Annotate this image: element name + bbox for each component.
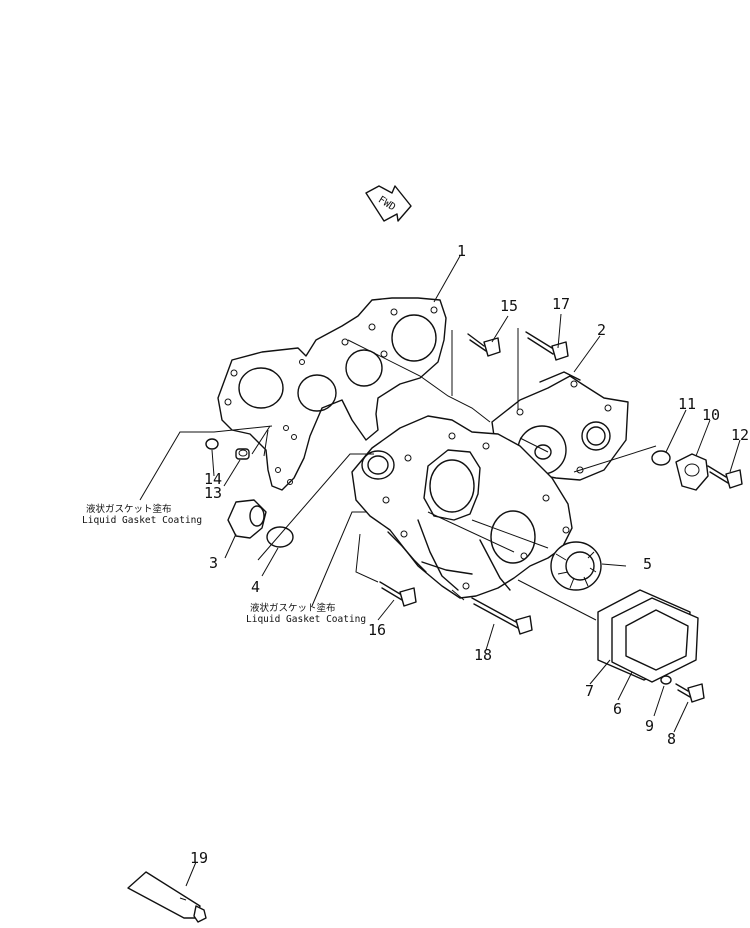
ring-part-14 [205, 438, 219, 450]
fwd-label: FWD [376, 195, 397, 214]
note-leaders [139, 425, 374, 607]
note-1-en: Liquid Gasket Coating [82, 515, 202, 526]
cover-plate-part-6 [611, 597, 699, 683]
callout-7: 7 [585, 682, 594, 700]
gasket-tube-part-19 [127, 871, 207, 923]
o-ring-part-11 [651, 450, 671, 466]
bolt-part-18 [471, 597, 533, 635]
gear-case-body [351, 415, 573, 599]
bolt-part-17 [525, 331, 569, 361]
part-callouts: 1 2 3 4 5 6 7 8 9 10 11 12 13 14 15 16 1… [190, 242, 749, 867]
note-2-en: Liquid Gasket Coating [246, 614, 366, 625]
bolt-part-12 [707, 465, 743, 489]
fwd-arrow-icon: FWD [365, 185, 412, 222]
dowel-pin-part-13 [235, 448, 250, 460]
callout-8: 8 [667, 730, 676, 748]
callout-11: 11 [678, 395, 696, 413]
assembly-lines [251, 328, 657, 621]
callout-14: 14 [204, 470, 222, 488]
callout-15: 15 [500, 297, 518, 315]
callout-6: 6 [613, 700, 622, 718]
callout-13: 13 [204, 484, 222, 502]
fitting-part-10 [675, 453, 709, 491]
callout-19: 19 [190, 849, 208, 867]
gasket-plate [217, 297, 447, 491]
note-2-jp: 液状ガスケット塗布 [250, 602, 336, 614]
callout-10: 10 [702, 406, 720, 424]
washer-part-9 [660, 675, 672, 685]
callout-18: 18 [474, 646, 492, 664]
callout-5: 5 [643, 555, 652, 573]
bolt-part-15 [467, 333, 501, 357]
callout-17: 17 [552, 295, 570, 313]
leader-lines [185, 255, 741, 887]
callout-3: 3 [209, 554, 218, 572]
bolt-part-16 [379, 581, 417, 607]
liquid-gasket-note-2: 液状ガスケット塗布 Liquid Gasket Coating [246, 602, 366, 625]
bolt-part-8 [675, 683, 705, 703]
callout-16: 16 [368, 621, 386, 639]
liquid-gasket-note-1: 液状ガスケット塗布 Liquid Gasket Coating [82, 503, 202, 526]
oil-seal-part-5 [550, 541, 602, 591]
callout-1: 1 [457, 242, 466, 260]
callout-9: 9 [645, 717, 654, 735]
callout-4: 4 [251, 578, 260, 596]
callout-2: 2 [597, 321, 606, 339]
o-ring-part-4 [266, 526, 294, 548]
callout-12: 12 [731, 426, 749, 444]
cap-part-3 [227, 499, 267, 539]
note-1-jp: 液状ガスケット塗布 [86, 503, 172, 515]
